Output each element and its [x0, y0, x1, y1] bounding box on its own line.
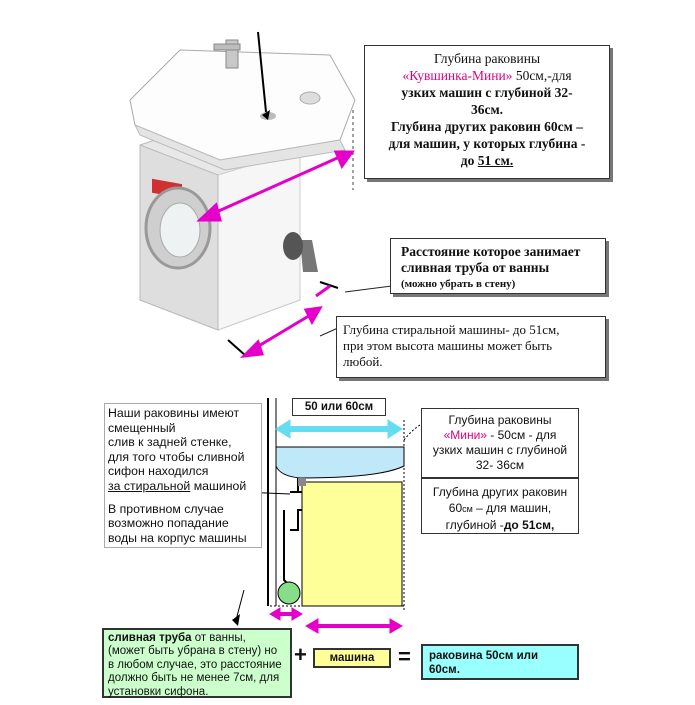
drain-distance-line3: (можно убрать в стену) — [401, 278, 516, 290]
drain-distance-line2: сливная труба от ванны — [401, 260, 550, 275]
equals-sign: = — [398, 644, 411, 669]
machine-label-box: машина — [313, 648, 391, 668]
drain-distance-arrow — [315, 284, 331, 298]
drain-distance-line1: Расстояние которое занимает — [401, 244, 581, 259]
drain-pointer-line — [257, 31, 267, 113]
other-sinks-line2: – для машин, — [472, 501, 552, 515]
siphon-schematic — [290, 478, 307, 531]
sink-photo — [129, 39, 356, 171]
model-name-kuvshinka: «Кувшинка-Мини» — [402, 68, 513, 83]
sink-depth-line7-value: 51 см. — [477, 153, 514, 168]
sink-depth-line6: для машин, у которых глубина - — [388, 136, 586, 151]
machine-depth-arrow — [239, 306, 323, 358]
model-name-mini: «Мини» — [443, 428, 487, 442]
mini-depth-line2: - 50см - для — [486, 428, 557, 442]
sink-depth-line2: 50см,-для — [512, 68, 572, 83]
sink-depth-line5: Глубина других раковин 60см – — [391, 119, 583, 134]
machine-depth-line3: любой. — [343, 354, 383, 369]
sink-depth-line7-pre: до — [460, 153, 478, 168]
washing-machine-schematic — [301, 481, 403, 607]
sink-depth-info-box: Глубина раковины «Кувшинка-Мини» 50см,-д… — [364, 45, 610, 179]
sink-depth-title: Глубина раковины — [433, 51, 541, 66]
drain-pipe-line4: должно быть не менее 7см, для — [108, 672, 280, 685]
machine-depth-line2: при этом высота машины может быть — [343, 338, 553, 353]
drain-pipe-title: сливная труба — [108, 632, 192, 644]
offset-drain-line3: слив к задней стенке, — [108, 435, 232, 450]
drain-distance-box: Расстояние которое занимает сливная труб… — [390, 238, 606, 294]
other-sinks-line3-rest: 51см, — [518, 518, 555, 532]
offset-drain-line6: за стиральной — [108, 478, 191, 493]
other-sinks-line1: Глубина других раковин — [432, 485, 568, 499]
drain-pipe-line1: от ванны, — [191, 632, 246, 644]
machine-depth-box: Глубина стиральной машины- до 51см, при … — [336, 316, 606, 378]
drain-pipe-line3: в любом случае, это расстояние — [108, 658, 282, 671]
mini-depth-box: Глубина раковины «Мини» - 50см - для узк… — [421, 408, 579, 478]
mini-depth-line3: узких машин с глубиной — [432, 443, 568, 457]
offset-drain-line7: В противном случае — [108, 501, 224, 516]
offset-drain-line6-rest: машиной — [190, 478, 247, 493]
drain-pipe-photo — [283, 232, 318, 272]
other-sinks-box: Глубина других раковин 60см – для машин,… — [421, 478, 579, 534]
drain-pipe-schematic — [277, 581, 301, 605]
drain-pipe-line5: установки сифона. — [108, 685, 209, 698]
drain-pipe-note: сливная труба от ванны, (может быть убра… — [102, 628, 292, 698]
result-box: раковина 50см или 60см. — [421, 644, 579, 680]
offset-drain-line8: возможно попадание — [108, 516, 229, 531]
offset-drain-line9: воды на корпус машины — [108, 530, 247, 545]
washer-sink-illustration — [129, 31, 393, 358]
drain-pipe-line2: (может быть убрана в стену) но — [108, 645, 278, 658]
mini-depth-line4: 32- 36см — [475, 458, 525, 472]
other-sinks-unit: см — [462, 504, 473, 514]
offset-drain-line5: сифон находился — [108, 464, 209, 479]
sink-width-arrow — [275, 419, 403, 439]
sink-width-label: 50 или 60см — [292, 398, 386, 416]
sink-depth-line3: узких машин с глубиной 32- — [401, 85, 573, 100]
other-sinks-line3-pre: глубиной - — [445, 518, 504, 532]
offset-drain-line4: для того чтобы сливной — [108, 449, 245, 464]
machine-width-arrow — [305, 618, 403, 634]
result-line2: 60см. — [429, 664, 460, 676]
washing-machine-photo — [139, 119, 301, 331]
drain-gap-arrow — [269, 607, 303, 621]
machine-depth-line1: Глубина стиральной машины- до 51см, — [343, 322, 560, 337]
result-line1: раковина 50см или — [429, 650, 539, 662]
other-sinks-depth-value: 60 — [448, 501, 463, 515]
sink-schematic — [275, 446, 405, 479]
sink-depth-arrow — [196, 150, 355, 222]
sink-depth-line4: 36см. — [470, 102, 504, 117]
offset-drain-line2: смещенный — [108, 420, 176, 435]
plus-sign: + — [294, 642, 307, 667]
mini-depth-line1: Глубина раковины — [448, 413, 552, 427]
other-sinks-line3-bold: до — [503, 518, 519, 532]
offset-drain-note: Наши раковины имеют смещенный слив к зад… — [104, 403, 262, 549]
offset-drain-line1: Наши раковины имеют — [108, 406, 240, 420]
